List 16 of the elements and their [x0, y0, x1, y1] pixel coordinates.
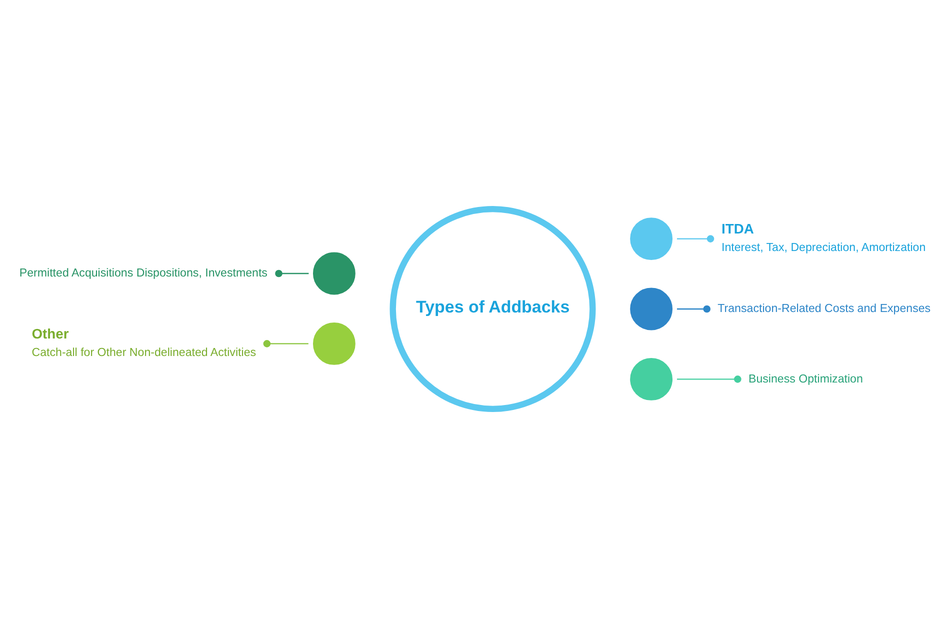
node-circle: Types of Addbacks: [390, 206, 596, 412]
node-circle: [310, 250, 358, 298]
node-circle: [628, 356, 675, 403]
connector: [676, 235, 714, 242]
connector: [676, 305, 711, 313]
node-circle: [310, 320, 358, 368]
connector: [676, 376, 742, 383]
node-circle: [628, 285, 675, 333]
connector: [275, 270, 309, 278]
node-text: Permitted Acquisitions Dispositions, Investments: [19, 268, 268, 280]
connector: [263, 340, 308, 348]
node-text: Business Optimization: [748, 373, 863, 386]
node-circle: [628, 215, 675, 262]
node-text: Transaction-Related Costs and Expenses: [718, 303, 931, 316]
node-text: ITDA Interest, Tax, Depreciation, Amortization: [722, 220, 926, 254]
node-text: Other Catch-all for Other Non-delineated Activities: [32, 326, 256, 360]
